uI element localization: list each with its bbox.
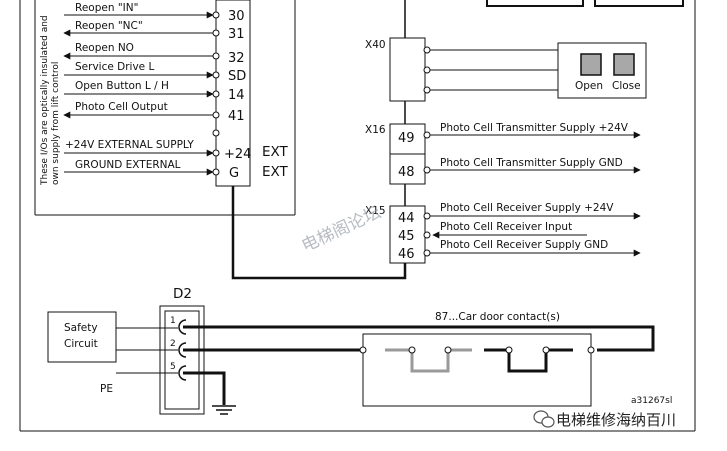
- ext-label-1: EXT: [262, 144, 289, 160]
- door-contact-black: [484, 348, 573, 373]
- x16-pin-48: 48: [398, 165, 415, 180]
- d2-pin-1: 1: [170, 316, 176, 326]
- open-button-label: Open: [575, 80, 603, 92]
- pin-41: 41: [228, 109, 245, 124]
- forum-watermark: 电梯阁论坛: [299, 202, 384, 256]
- controller-box: [34, 0, 296, 216]
- pe-label: PE: [100, 383, 113, 395]
- x15-signal-rx-24v: Photo Cell Receiver Supply +24V: [440, 202, 614, 214]
- x40-label: X40: [365, 39, 386, 51]
- door-buttons-panel: Open Close: [557, 42, 647, 99]
- x16-signal-tx-gnd: Photo Cell Transmitter Supply GND: [440, 157, 623, 169]
- safety-label-line1: Safety: [64, 322, 98, 334]
- car-door-contact-box: 87...Car door contact(s): [359, 311, 595, 407]
- pin-g: G: [229, 166, 239, 181]
- signal-open-button: Open Button L / H: [75, 80, 169, 92]
- d2-connector: D2 1 2 5: [159, 286, 205, 415]
- x15-pin-44: 44: [398, 211, 415, 226]
- x16-label: X16: [365, 124, 386, 136]
- pin-14: 14: [228, 88, 245, 103]
- x15-signal-rx-gnd: Photo Cell Receiver Supply GND: [440, 239, 608, 251]
- controller-signals: Reopen "IN" 30 Reopen "NC" 31 Reopen NO …: [63, 2, 289, 181]
- ext-label-2: EXT: [262, 164, 289, 180]
- x40-terminal: X40: [365, 37, 558, 102]
- io-note-line-1: These I/Os are optically insulated and: [40, 15, 50, 186]
- d2-pin-5: 5: [170, 362, 176, 372]
- door-contact-gray: [385, 348, 472, 373]
- ground-bus-wire: [231, 186, 407, 280]
- signal-reopen-in: Reopen "IN": [75, 2, 138, 14]
- top-module-box-1: [486, 0, 584, 7]
- io-note-line-2: own supply from lift control: [51, 62, 61, 185]
- drawing-id: a31267sl: [631, 396, 672, 406]
- door-contact-label: 87...Car door contact(s): [435, 311, 560, 323]
- ground-icon: [212, 405, 236, 415]
- brand-badge: 电梯维修海纳百川: [533, 410, 676, 429]
- safety-circuit-box: Safety Circuit: [47, 311, 178, 363]
- x15-pin-46: 46: [398, 247, 415, 262]
- d2-thick-wires: [183, 325, 655, 405]
- signal-ground-external: GROUND EXTERNAL: [75, 159, 181, 171]
- pin-32: 32: [228, 51, 245, 66]
- signal-reopen-no: Reopen NO: [75, 42, 134, 54]
- io-insulation-note: These I/Os are optically insulated and o…: [40, 15, 61, 186]
- pin-31: 31: [228, 27, 245, 42]
- top-module-box-2: [594, 0, 684, 7]
- d2-label: D2: [173, 286, 192, 302]
- close-button-label: Close: [612, 80, 641, 92]
- x16-signal-tx-24v: Photo Cell Transmitter Supply +24V: [440, 122, 629, 134]
- x15-label: X15: [365, 205, 386, 217]
- pin-sd: SD: [228, 69, 246, 84]
- x15-pin-45: 45: [398, 229, 415, 244]
- pin-30: 30: [228, 9, 245, 24]
- d2-pin-2: 2: [170, 339, 176, 349]
- signal-reopen-nc: Reopen "NC": [75, 20, 143, 32]
- wechat-icon: [533, 410, 555, 428]
- x16-terminal: X16 49 48 Photo Cell Transmitter Supply …: [365, 122, 641, 185]
- signal-service-drive: Service Drive L: [75, 61, 154, 73]
- signal-photo-cell-output: Photo Cell Output: [75, 101, 168, 113]
- x15-terminal: X15 44 45 46 Photo Cell Receiver Supply …: [365, 202, 641, 264]
- x15-signal-rx-input: Photo Cell Receiver Input: [440, 221, 572, 233]
- close-button-symbol: [613, 53, 635, 76]
- open-button-symbol: [580, 53, 602, 76]
- safety-label-line2: Circuit: [64, 338, 98, 350]
- controller-terminal-block: [215, 0, 251, 187]
- x16-pin-49: 49: [398, 131, 415, 146]
- pin-plus24: +24: [224, 147, 251, 162]
- signal-24v-external: +24V EXTERNAL SUPPLY: [65, 139, 194, 151]
- brand-text: 电梯维修海纳百川: [556, 411, 676, 429]
